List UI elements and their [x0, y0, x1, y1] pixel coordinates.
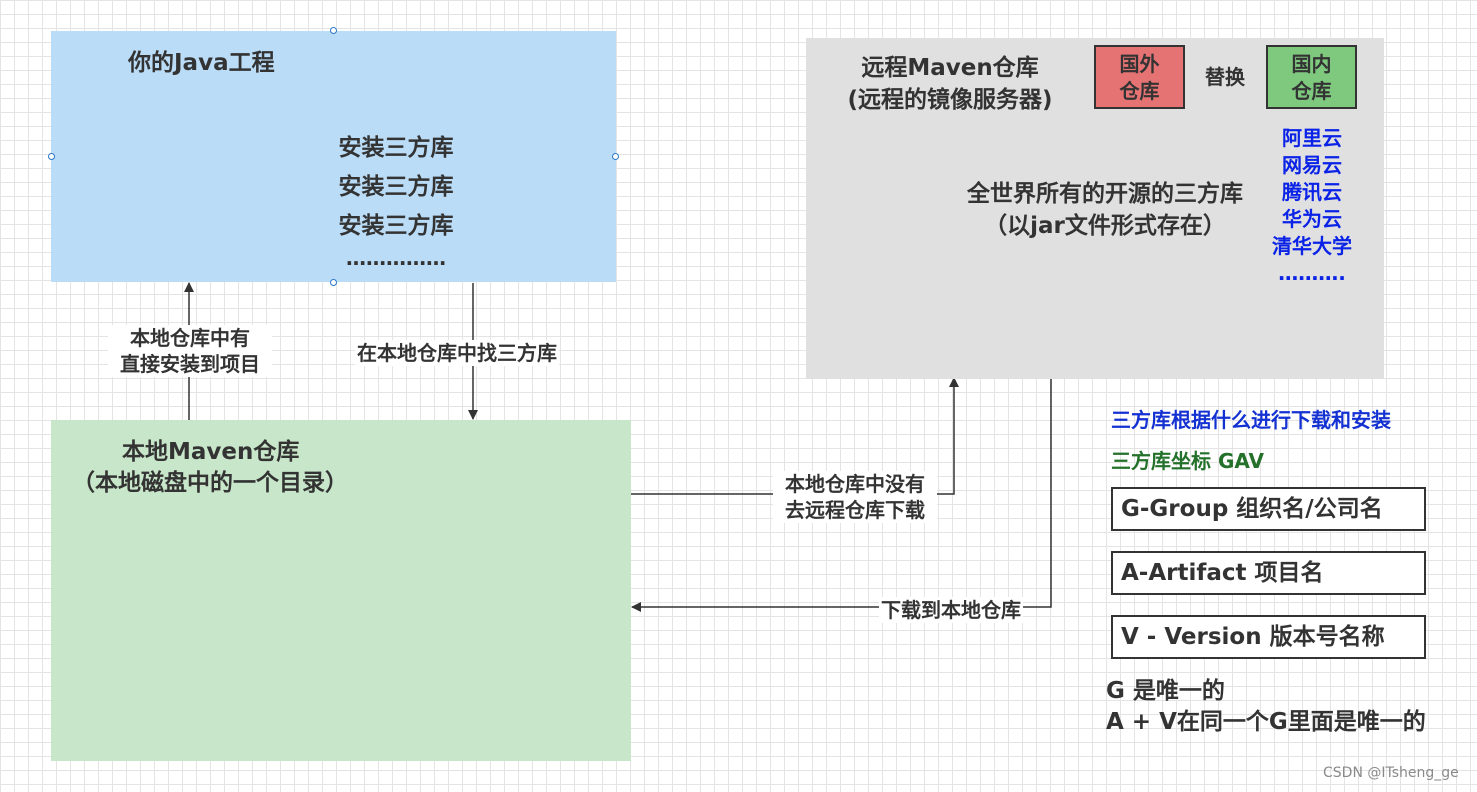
resize-handle[interactable]: [612, 153, 619, 160]
remote-repo-title: 远程Maven仓库 (远程的镜像服务器): [847, 55, 1053, 113]
foreign-repo-box[interactable]: 国外 仓库: [1094, 45, 1185, 109]
local-repo-title: 本地Maven仓库: [122, 439, 300, 465]
find-label: 在本地仓库中找三方库: [355, 340, 559, 366]
download-label: 下载到本地仓库: [879, 597, 1023, 623]
replace-label: 替换: [1205, 65, 1245, 89]
gav-version-box[interactable]: V - Version 版本号名称: [1111, 615, 1426, 659]
remote-repo-content: 全世界所有的开源的三方库 （以jar文件形式存在）: [967, 181, 1243, 239]
install-label: 本地仓库中有 直接安装到项目: [108, 325, 272, 377]
install-item: 安装三方库: [338, 213, 454, 239]
install-item: 安装三方库: [338, 174, 454, 200]
gav-note: G 是唯一的 A + V在同一个G里面是唯一的: [1106, 678, 1426, 735]
java-project-box[interactable]: [51, 31, 616, 282]
mirror-item: ……….: [1278, 261, 1346, 285]
local-repo-subtitle: （本地磁盘中的一个目录）: [72, 470, 348, 496]
mirror-list: 阿里云 网易云 腾讯云 华为云 清华大学 ……….: [1256, 125, 1368, 287]
gav-group-box[interactable]: G-Group 组织名/公司名: [1111, 487, 1426, 531]
watermark: CSDN @ITsheng_ge: [1323, 765, 1459, 781]
install-item: 安装三方库: [338, 135, 454, 161]
mirror-item: 清华大学: [1272, 234, 1352, 258]
local-repo-box[interactable]: [51, 420, 631, 761]
gav-heading: 三方库坐标 GAV: [1111, 449, 1264, 473]
missing-label: 本地仓库中没有 去远程仓库下载: [773, 471, 937, 523]
domestic-repo-box[interactable]: 国内 仓库: [1266, 45, 1357, 109]
download-arrow: [631, 379, 1052, 612]
mirror-item: 网易云: [1282, 153, 1342, 177]
missing-arrow: [631, 377, 959, 495]
mirror-item: 华为云: [1282, 207, 1342, 231]
gav-artifact-box[interactable]: A-Artifact 项目名: [1111, 551, 1426, 595]
resize-handle[interactable]: [330, 279, 337, 286]
install-item-ellipsis: ……………: [346, 246, 446, 270]
resize-handle[interactable]: [330, 27, 337, 34]
mirror-item: 阿里云: [1282, 126, 1342, 150]
mirror-item: 腾讯云: [1282, 180, 1342, 204]
resize-handle[interactable]: [48, 153, 55, 160]
gav-question: 三方库根据什么进行下载和安装: [1111, 408, 1391, 432]
java-project-title: 你的Java工程: [128, 50, 275, 76]
